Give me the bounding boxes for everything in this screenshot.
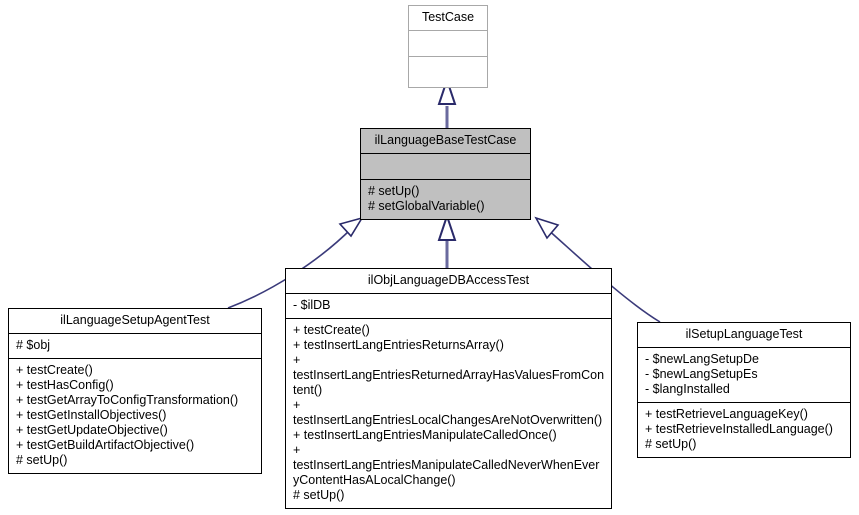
class-divider [286,293,611,294]
class-divider [409,56,487,57]
class-divider [361,153,530,154]
class-box-setuplang[interactable]: ilSetupLanguageTest - $newLangSetupDe - … [637,322,851,458]
class-member: + testInsertLangEntriesManipulateCalledN… [293,443,600,487]
class-member: + testRetrieveInstalledLanguage() [645,422,833,436]
class-box-dbaccess[interactable]: ilObjLanguageDBAccessTest - $ilDB + test… [285,268,612,509]
class-member: - $ilDB [293,298,331,312]
class-member: + testGetBuildArtifactObjective() [16,438,195,452]
class-member: # setUp() [293,488,345,502]
methods-compartment-testcase [409,57,487,87]
class-member: + testInsertLangEntriesLocalChangesAreNo… [293,398,603,427]
attributes-compartment-agent: # $obj [9,334,261,358]
class-name-setuplang: ilSetupLanguageTest [685,327,803,341]
class-member: + testRetrieveLanguageKey() [645,407,808,421]
class-name-base: ilLanguageBaseTestCase [374,133,517,147]
methods-compartment-setuplang: + testRetrieveLanguageKey() + testRetrie… [638,403,850,457]
methods-compartment-agent: + testCreate() + testHasConfig() + testG… [9,359,261,473]
class-member: # setUp() [16,453,68,467]
class-box-testcase[interactable]: TestCase [408,5,488,88]
class-member: # setUp() [368,184,420,198]
class-member: + testHasConfig() [16,378,114,392]
class-divider [638,347,850,348]
attributes-compartment-base [361,154,530,179]
class-box-base[interactable]: ilLanguageBaseTestCase # setUp() # setGl… [360,128,531,220]
attributes-compartment-testcase [409,31,487,56]
class-member: # setGlobalVariable() [368,199,485,213]
attributes-compartment-setuplang: - $newLangSetupDe - $newLangSetupEs - $l… [638,348,850,402]
class-member: # setUp() [645,437,697,451]
class-member: + testInsertLangEntriesManipulateCalledO… [293,428,557,442]
class-member: - $newLangSetupDe [645,352,759,366]
class-divider [638,402,850,403]
class-member: + testInsertLangEntriesReturnsArray() [293,338,504,352]
class-name-testcase: TestCase [421,10,475,24]
class-divider [361,179,530,180]
class-divider [409,30,487,31]
methods-compartment-dbaccess: + testCreate() + testInsertLangEntriesRe… [286,319,611,508]
class-member: + testCreate() [16,363,93,377]
class-member: # $obj [16,338,51,352]
class-member: + testCreate() [293,323,370,337]
class-member: - $langInstalled [645,382,730,396]
edge-dbaccess-to-base [437,212,457,268]
class-member: + testGetArrayToConfigTransformation() [16,393,239,407]
class-divider [9,333,261,334]
class-name-agent: ilLanguageSetupAgentTest [60,313,210,327]
class-box-agent[interactable]: ilLanguageSetupAgentTest # $obj + testCr… [8,308,262,474]
class-member: - $newLangSetupEs [645,367,758,381]
class-member: + testGetInstallObjectives() [16,408,167,422]
class-divider [286,318,611,319]
class-name-dbaccess: ilObjLanguageDBAccessTest [367,273,530,287]
class-member: + testGetUpdateObjective() [16,423,168,437]
methods-compartment-base: # setUp() # setGlobalVariable() [361,180,530,219]
attributes-compartment-dbaccess: - $ilDB [286,294,611,318]
class-member: + testInsertLangEntriesReturnedArrayHasV… [293,353,605,397]
class-divider [9,358,261,359]
